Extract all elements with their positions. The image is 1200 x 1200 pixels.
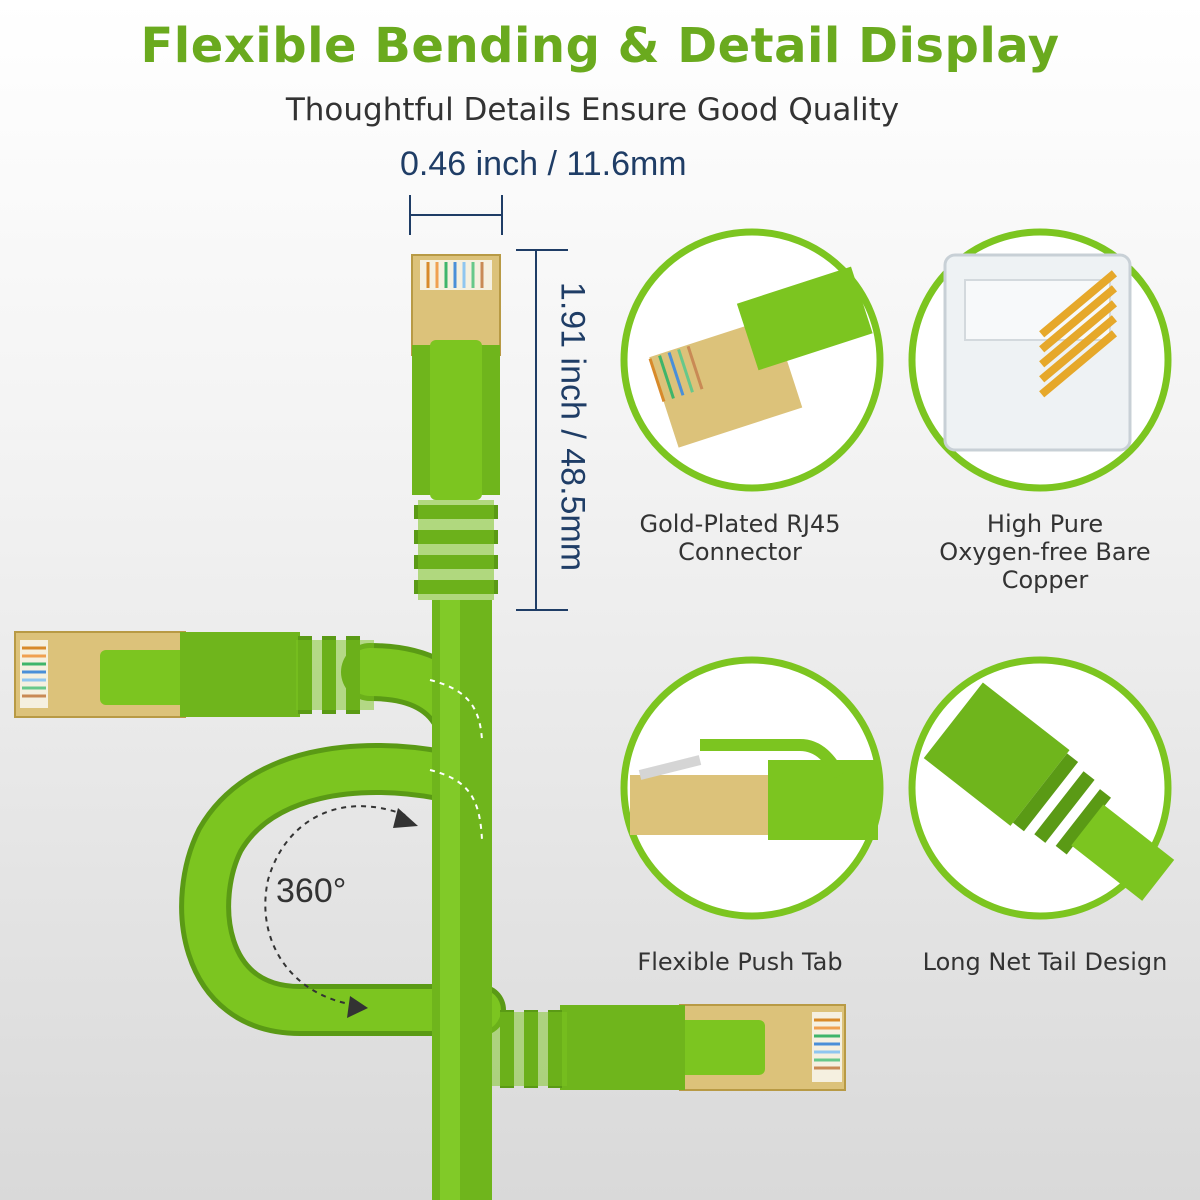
rotation-label: 360° <box>276 872 347 910</box>
arrow-head-top <box>393 808 418 828</box>
feature-caption-copper: High Pure Oxygen-free Bare Copper <box>915 510 1175 594</box>
page-subtitle: Thoughtful Details Ensure Good Quality <box>285 92 900 128</box>
caption-line: Copper <box>1001 566 1089 594</box>
width-dimension-label: 0.46 inch / 11.6mm <box>400 145 687 183</box>
top-connector <box>411 254 501 600</box>
detail-circle-net-tail <box>908 656 1175 920</box>
arrow-head-bottom <box>347 996 368 1018</box>
detail-circle-gold-plated <box>620 228 884 492</box>
width-dimension-line <box>409 195 503 235</box>
cable-vertical <box>432 600 492 1200</box>
height-dimension-line <box>516 249 568 611</box>
caption-line: Flexible Push Tab <box>637 948 843 976</box>
detail-circle-copper <box>908 228 1172 492</box>
caption-line: Gold-Plated RJ45 <box>639 510 841 538</box>
rotation-arrow <box>264 805 406 1006</box>
caption-line: Oxygen-free Bare <box>939 538 1151 566</box>
caption-line: Long Net Tail Design <box>922 948 1168 976</box>
height-dimension-label: 1.91 inch / 48.5mm <box>553 281 592 572</box>
bend-guides <box>429 679 483 841</box>
bottom-connector <box>492 1004 846 1091</box>
page-title: Flexible Bending & Detail Display <box>140 18 1060 74</box>
left-connector <box>14 631 374 718</box>
caption-line: Connector <box>678 538 802 566</box>
feature-caption-net-tail: Long Net Tail Design <box>915 948 1175 976</box>
feature-caption-gold-plated: Gold-Plated RJ45 Connector <box>610 510 870 566</box>
detail-circle-push-tab <box>620 656 884 920</box>
caption-line: High Pure <box>986 510 1104 538</box>
feature-caption-push-tab: Flexible Push Tab <box>610 948 870 976</box>
